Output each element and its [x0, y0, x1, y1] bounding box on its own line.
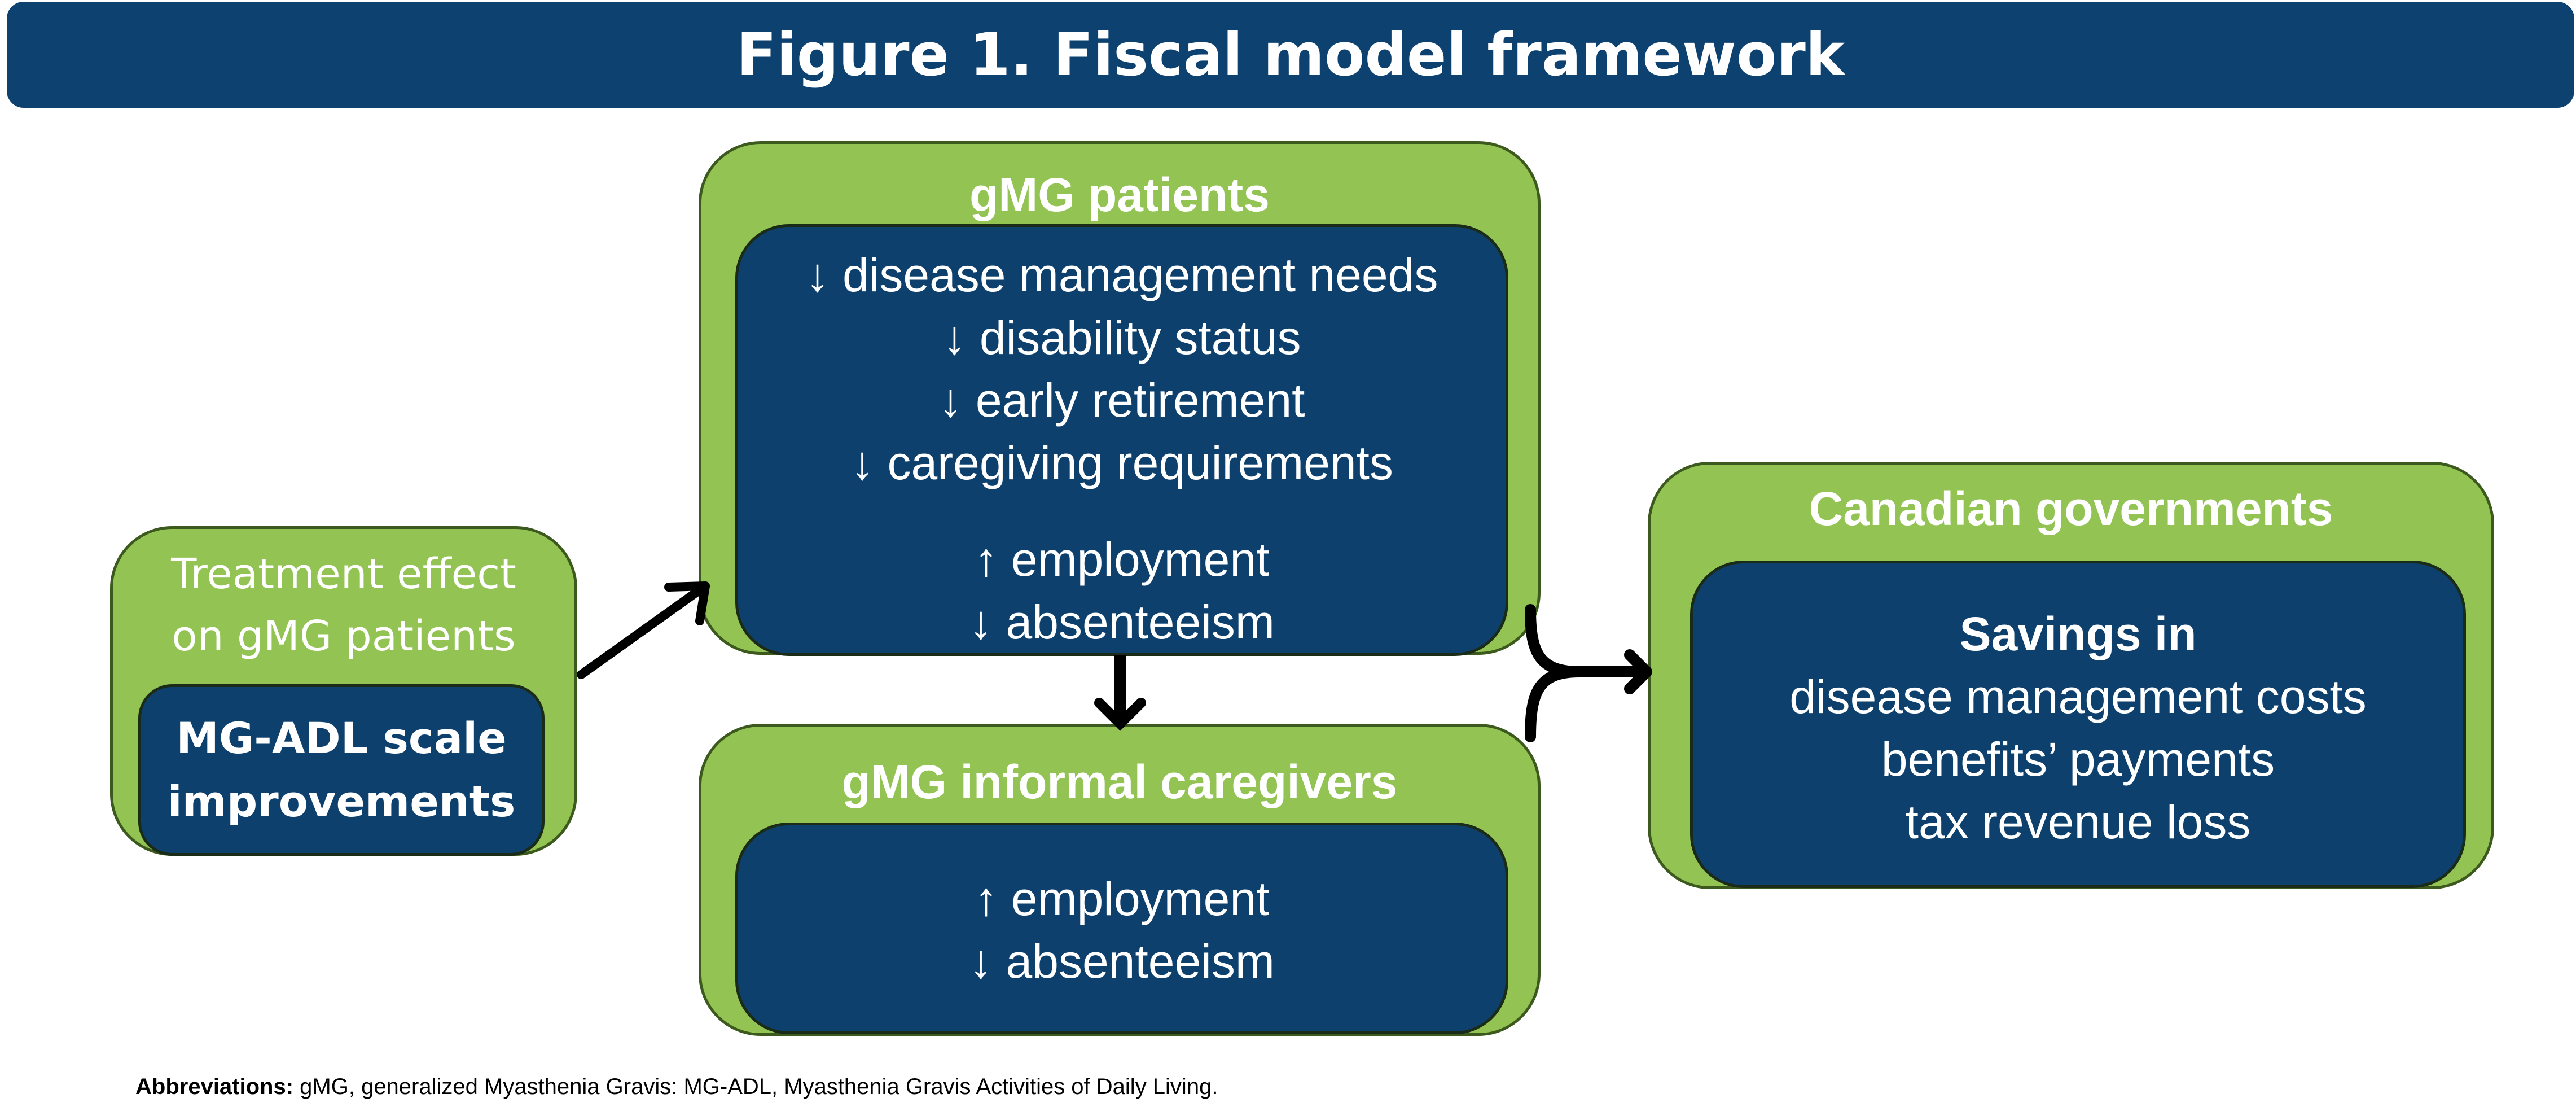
gmg-patients-effects: ↓ disease management needs ↓ disability … [735, 224, 1508, 656]
gmg-patients-box: gMG patients ↓ disease management needs … [699, 141, 1541, 656]
caregivers-effects: ↑ employment ↓ absenteeism [735, 823, 1508, 1034]
caregivers-title: gMG informal caregivers [841, 755, 1398, 808]
savings-heading: Savings in [1959, 607, 2197, 660]
government-box: Canadian governments Savings in disease … [1648, 462, 2494, 889]
treatment-effect-box: Treatment effect on gMG patients MG-ADL … [110, 526, 577, 856]
government-savings: Savings in disease management costs bene… [1690, 561, 2466, 888]
government-title: Canadian governments [1809, 482, 2333, 535]
arrow-merge-to-government [1525, 604, 1652, 742]
arrow-patients-to-caregivers [1094, 655, 1146, 731]
abbreviations-text: gMG, generalized Myasthenia Gravis: MG-A… [293, 1074, 1218, 1099]
gmg-patients-title: gMG patients [969, 168, 1270, 221]
figure-title: Figure 1. Fiscal model framework [736, 20, 1845, 89]
abbreviations-footnote: Abbreviations: gMG, generalized Myasthen… [135, 1074, 1218, 1100]
arrow-treatment-to-patients [577, 581, 710, 679]
figure-title-banner: Figure 1. Fiscal model framework [7, 2, 2574, 108]
abbreviations-label: Abbreviations: [135, 1074, 294, 1099]
treatment-effect-title: Treatment effect on gMG patients [171, 550, 516, 660]
caregivers-box: gMG informal caregivers ↑ employment ↓ a… [699, 724, 1541, 1036]
mg-adl-box: MG-ADL scale improvements [138, 684, 545, 856]
